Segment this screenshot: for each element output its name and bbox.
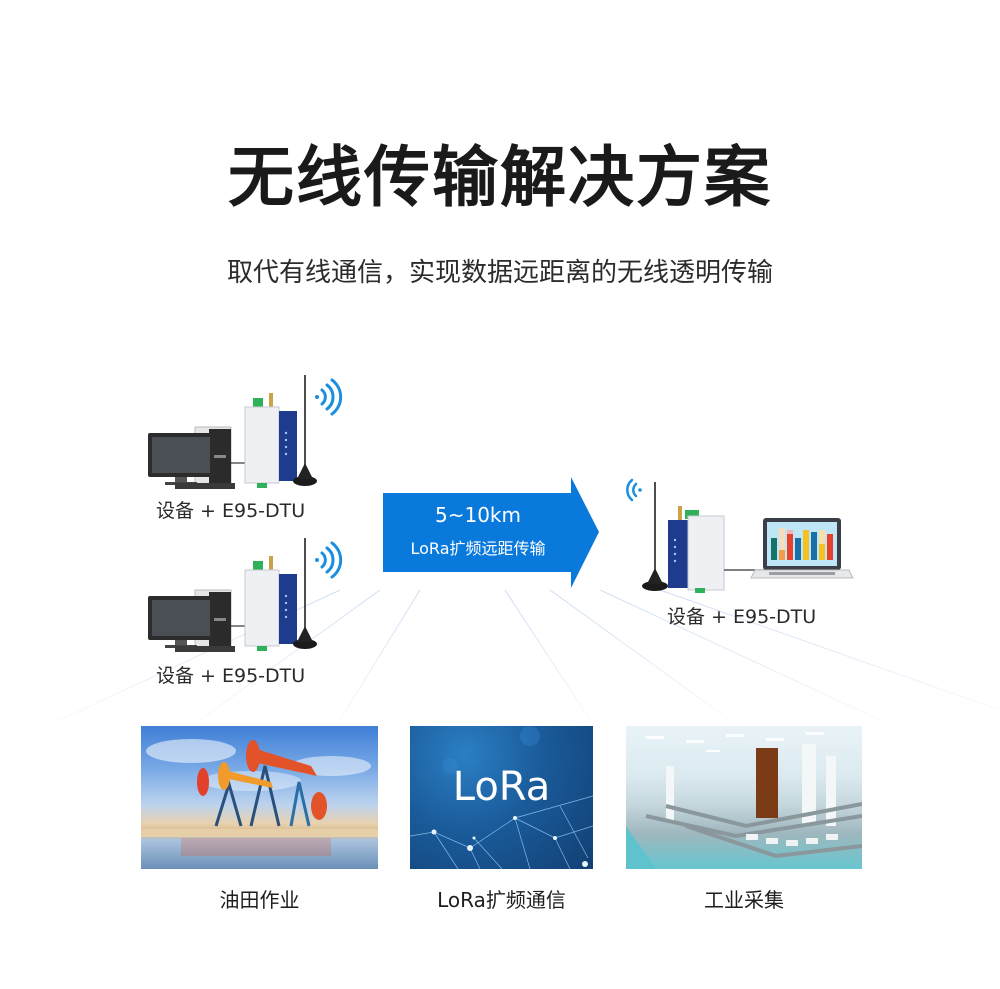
node-label-right: 设备 + E95-DTU (667, 606, 817, 628)
desktop-with-dtu-illustration (148, 375, 343, 489)
node-label-left-top: 设备 + E95-DTU (156, 500, 306, 522)
wifi-signal-icon (315, 541, 343, 579)
antenna-icon (293, 375, 317, 486)
arrow-caption-label: LoRa扩频远距传输 (410, 539, 546, 558)
oil-field-image (141, 726, 378, 869)
dtu-module-icon (668, 506, 725, 593)
dtu-module-icon (244, 556, 297, 651)
laptop-icon (750, 518, 854, 579)
transmission-arrow (383, 477, 599, 588)
pumpjack-icon (197, 740, 327, 827)
scene-label-lora: LoRa扩频通信 (437, 888, 566, 912)
bar-chart-icon (771, 528, 833, 560)
page-subtitle: 取代有线通信，实现数据远距离的无线透明传输 (226, 258, 773, 288)
dtu-module-icon (244, 393, 297, 488)
factory-image (626, 726, 862, 869)
lora-overlay-text: LoRa (452, 764, 551, 810)
monitor-icon (148, 433, 235, 489)
node-left-top (145, 375, 345, 495)
arrow-distance-label: 5~10km (435, 503, 521, 527)
wifi-signal-icon (315, 378, 343, 416)
desktop-with-dtu-illustration (148, 538, 343, 652)
node-left-bottom (145, 538, 345, 658)
scene-label-oil-field: 油田作业 (219, 888, 300, 912)
antenna-icon (293, 538, 317, 649)
page-title: 无线传输解决方案 (228, 139, 772, 216)
monitor-icon (148, 596, 235, 652)
antenna-icon (642, 482, 668, 591)
node-right (625, 474, 855, 594)
lora-image: LoRa (410, 726, 593, 869)
scene-label-factory: 工业采集 (704, 888, 784, 912)
node-label-left-bottom: 设备 + E95-DTU (156, 665, 306, 687)
wifi-signal-icon (626, 478, 642, 502)
laptop-with-dtu-illustration (626, 478, 854, 593)
